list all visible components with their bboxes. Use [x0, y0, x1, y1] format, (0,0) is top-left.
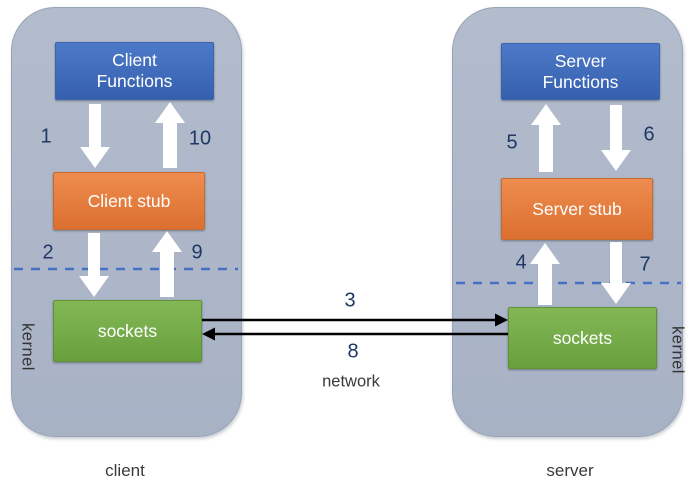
client-sockets-box: sockets — [53, 300, 202, 362]
step-3-label: 3 — [344, 289, 356, 312]
step-2-label: 2 — [42, 241, 54, 264]
network-label: network — [322, 372, 380, 391]
step-4-label: 4 — [515, 251, 527, 274]
server-caption: server — [546, 461, 594, 480]
server-kernel-label: kernel — [668, 326, 687, 374]
step-6-label: 6 — [643, 123, 655, 146]
server-sockets-box: sockets — [508, 307, 657, 369]
step-5-label: 5 — [506, 131, 518, 154]
step-7-label: 7 — [639, 253, 651, 276]
step-10-label: 10 — [188, 127, 212, 150]
server-functions-box: Server Functions — [501, 43, 660, 100]
client-kernel-label: kernel — [18, 323, 37, 371]
step-9-label: 9 — [191, 241, 203, 264]
client-stub-box: Client stub — [53, 172, 205, 230]
step-1-label: 1 — [40, 125, 52, 148]
server-stub-box: Server stub — [501, 178, 653, 240]
client-functions-box: Client Functions — [55, 42, 214, 100]
step-8-label: 8 — [347, 340, 359, 363]
client-caption: client — [105, 461, 145, 480]
